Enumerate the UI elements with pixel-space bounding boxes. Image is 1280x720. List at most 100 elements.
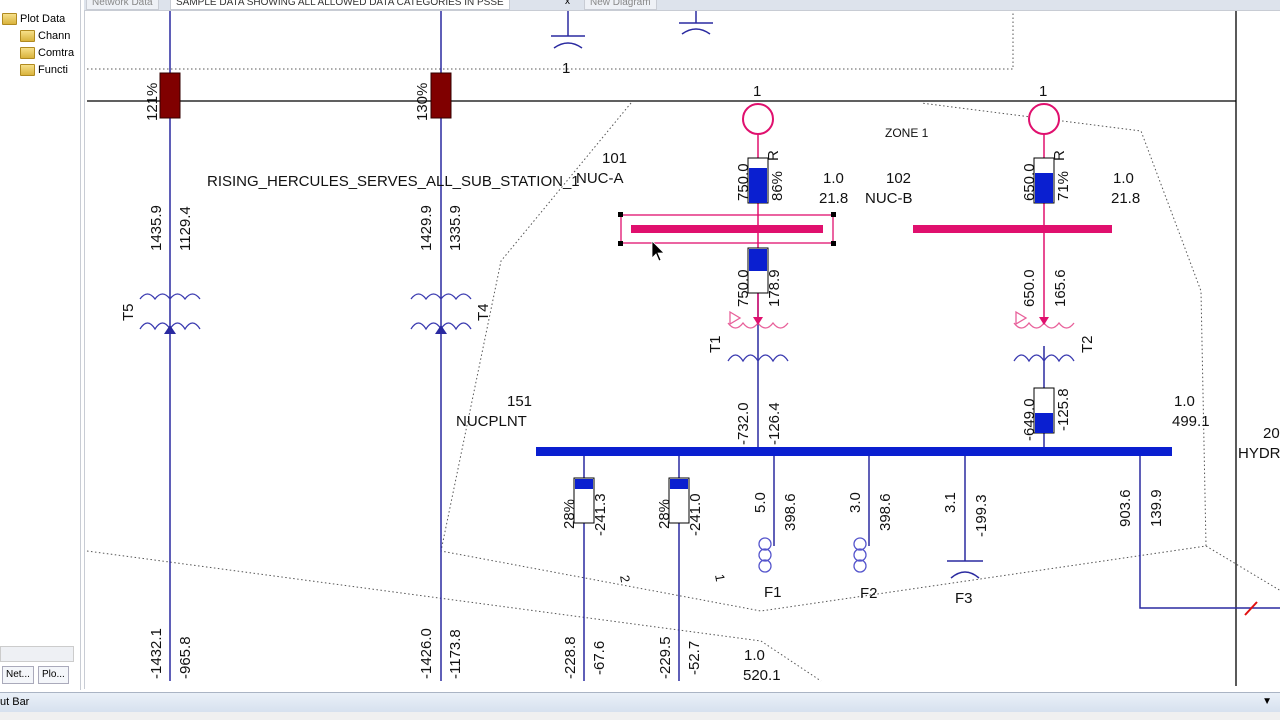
flow-label: 750.0 [735,269,752,307]
breaker-pct: 121% [144,83,161,121]
document-tabs: Network Data SAMPLE DATA SHOWING ALL ALL… [84,0,1280,10]
generator-icon[interactable] [1028,103,1060,135]
feeder-f3-label: F3 [955,590,973,607]
feeder-flow: -241.0 [687,493,704,536]
tree-item-functions[interactable]: Functi [20,64,68,76]
tab-new-diagram[interactable]: New Diagram [584,0,657,10]
breaker-130[interactable] [430,72,452,119]
feeder-flow: 398.6 [877,493,894,531]
tab-network[interactable]: Net... [2,666,34,684]
flow-label: -125.8 [1055,388,1072,431]
feeder-flow: 139.9 [1148,489,1165,527]
gen-1-id: 1 [753,83,761,100]
diagram-canvas[interactable]: ZONE 1 RISING_HERCULES_SERVES_ALL_SUB_ST… [84,10,1280,689]
flow-label: -649.0 [1021,398,1038,441]
feeder-flow: 903.6 [1117,489,1134,527]
bus-102-name: NUC-B [865,190,913,207]
flow-label: -126.4 [766,402,783,445]
close-tab-button[interactable]: x [565,0,570,7]
hydro-bus-number: 20 [1263,425,1280,442]
flow-label: 1429.9 [418,205,435,251]
breaker-121[interactable] [159,72,181,119]
tree-label: Comtra [38,47,75,59]
output-bar[interactable]: ut Bar ▼ [0,692,1280,713]
flow-label: 178.9 [766,269,783,307]
flow-label: 1435.9 [148,205,165,251]
transformer-label: T4 [475,303,492,321]
circuit-id: 1 [712,573,728,583]
horizontal-scrollbar[interactable] [0,646,74,662]
gen-1-pct: 86% [769,171,786,201]
single-line-diagram[interactable]: ZONE 1 RISING_HERCULES_SERVES_ALL_SUB_ST… [85,11,1280,689]
loading-meters [573,157,1055,524]
feeder-flow: -241.3 [592,493,609,536]
transformer-label: T1 [707,335,724,353]
flow-label: -965.8 [177,636,194,679]
bus-151-name: NUCPLNT [456,413,527,430]
tab-diagram[interactable]: SAMPLE DATA SHOWING ALL ALLOWED DATA CAT… [170,0,510,10]
capacitor-icons [553,28,980,579]
flow-label: -52.7 [686,641,703,675]
zone-boundaries [86,11,1280,682]
tree-root-plot-data[interactable]: Plot Data [2,13,65,25]
tree-label: Functi [38,64,68,76]
hydro-bus-name: HYDR [1238,445,1280,462]
folder-icon [20,30,35,42]
flow-label: -67.6 [591,641,608,675]
selection-handles[interactable] [618,212,836,246]
bus-101-number: 101 [602,150,627,167]
transformer-label: T5 [120,303,137,321]
bus-102-number: 102 [886,170,911,187]
bus-101[interactable] [631,225,823,233]
status-strip [0,712,1280,720]
feeder-f2-label: F2 [860,585,878,602]
breaker-pct: 130% [414,83,431,121]
generator-icon[interactable] [742,103,774,135]
circuit-id: 2 [617,574,633,584]
dropdown-arrow-icon[interactable]: ▼ [1262,696,1272,707]
flow-label: 1129.4 [177,206,194,251]
tree-item-channels[interactable]: Chann [20,30,70,42]
folder-icon [20,47,35,59]
arrow-icons [164,325,447,334]
tree-item-comtrade[interactable]: Comtra [20,47,74,59]
bus-101-voltage: 1.0 [823,170,844,187]
flow-label: -229.5 [657,636,674,679]
bus-151-number: 151 [507,393,532,410]
feeder-flow: 5.0 [752,492,769,513]
bus-151-angle: 499.1 [1172,413,1210,430]
bus-151-voltage: 1.0 [1174,393,1195,410]
feeder-pct: 28% [561,499,578,529]
gen-2-pct: 71% [1055,171,1072,201]
bus-101-angle: 21.8 [819,190,848,207]
flow-label: -228.8 [562,636,579,679]
open-switch-icon[interactable] [1244,601,1258,616]
gen-2-mw: 650.0 [1021,163,1038,201]
arrow-icons-pink [753,317,1049,325]
tab-plot[interactable]: Plo... [38,666,69,684]
mouse-cursor-icon [651,240,665,262]
flow-label: 165.6 [1052,269,1069,307]
feeder-pct: 28% [656,499,673,529]
flow-label: 1335.9 [447,205,464,251]
rotated-labels: 121% 130% 1435.9 1129.4 1429.9 1335.9 -1… [120,83,1165,679]
flow-label: 650.0 [1021,269,1038,307]
selection-box [620,214,834,244]
bus-151[interactable] [536,447,1172,456]
gen-1-q: R [765,150,782,161]
output-bar-title: ut Bar [0,696,30,708]
transformer-primary-icons [727,310,1075,329]
tab-network-data[interactable]: Network Data [86,0,159,10]
flow-label: -1432.1 [148,628,165,679]
flow-label: -1426.0 [418,628,435,679]
branches [169,11,1280,681]
gen-2-q: R [1051,150,1068,161]
folder-icon [20,64,35,76]
folder-icon [2,13,17,25]
bus-102[interactable] [913,225,1112,233]
reactor-icons [758,537,867,573]
feeder-flow: 398.6 [782,493,799,531]
bottom-bus-angle: 520.1 [743,667,781,684]
feeder-flow: 3.0 [847,492,864,513]
capacitor-id: 1 [562,60,570,77]
